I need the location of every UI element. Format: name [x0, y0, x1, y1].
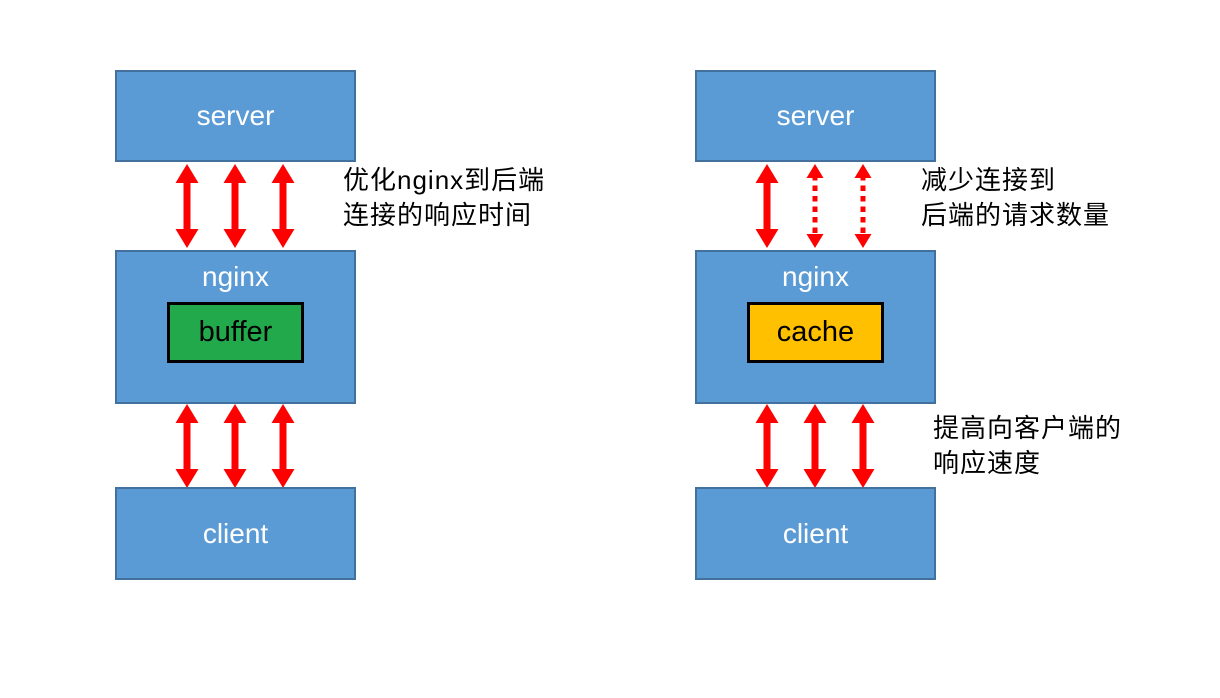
annotation-line: 后端的请求数量	[921, 200, 1111, 230]
annotation-line: 提高向客户端的	[933, 413, 1123, 443]
solid-double-arrow-icon	[270, 164, 296, 248]
solid-double-arrow-icon	[222, 164, 248, 248]
solid-double-arrow-icon	[850, 404, 876, 488]
nginx-label: nginx	[202, 261, 269, 292]
buffer-box: buffer	[167, 302, 304, 363]
solid-double-arrow-icon	[174, 164, 200, 248]
client-box: client	[115, 487, 356, 580]
server-label: server	[776, 100, 855, 131]
server-nginx-arrows	[754, 164, 876, 248]
solid-double-arrow-icon	[754, 404, 780, 488]
solid-double-arrow-icon	[754, 164, 780, 248]
right-top-annotation: 减少连接到 后端的请求数量	[921, 163, 1110, 233]
dotted-double-arrow-icon	[850, 164, 876, 248]
nginx-client-arrows	[754, 404, 876, 488]
solid-double-arrow-icon	[270, 404, 296, 488]
solid-double-arrow-icon	[222, 404, 248, 488]
annotation-line: 连接的响应时间	[343, 200, 533, 230]
server-nginx-arrows	[174, 164, 296, 248]
left-nginx-buffer-diagram: server nginx buffer client	[115, 70, 356, 580]
cache-box: cache	[747, 302, 884, 363]
nginx-client-arrows	[174, 404, 296, 488]
nginx-label: nginx	[782, 261, 849, 292]
annotation-line: 减少连接到	[921, 165, 1057, 195]
server-label: server	[196, 100, 275, 131]
dotted-double-arrow-icon	[802, 164, 828, 248]
right-bottom-annotation: 提高向客户端的 响应速度	[933, 411, 1122, 481]
cache-label: cache	[776, 316, 855, 348]
nginx-box: nginx buffer	[115, 250, 356, 404]
server-box: server	[115, 70, 356, 162]
right-nginx-cache-diagram: server nginx cache client	[695, 70, 936, 580]
nginx-box: nginx cache	[695, 250, 936, 404]
left-top-annotation: 优化nginx到后端 连接的响应时间	[343, 163, 545, 233]
solid-double-arrow-icon	[174, 404, 200, 488]
server-box: server	[695, 70, 936, 162]
buffer-label: buffer	[198, 316, 273, 348]
client-label: client	[202, 517, 269, 549]
client-box: client	[695, 487, 936, 580]
solid-double-arrow-icon	[802, 404, 828, 488]
client-label: client	[782, 517, 849, 549]
annotation-line: 响应速度	[933, 448, 1042, 478]
annotation-line: 优化nginx到后端	[343, 165, 546, 195]
